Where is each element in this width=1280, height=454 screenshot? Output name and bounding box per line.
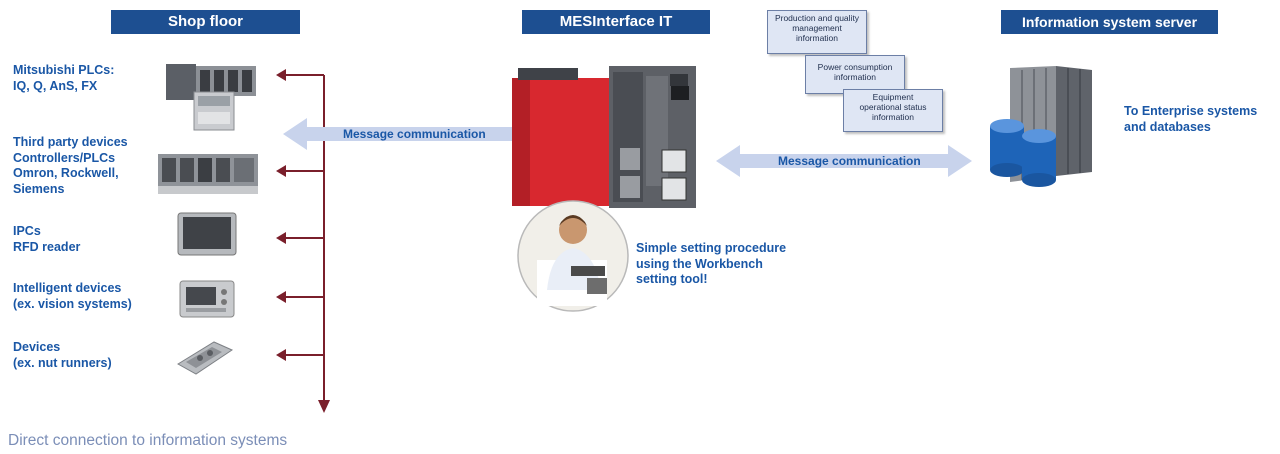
database-icon xyxy=(990,119,1056,187)
server-header: Information system server xyxy=(1001,10,1218,34)
device-label-devices: Devices(ex. nut runners) xyxy=(13,340,112,370)
vision-device-icon xyxy=(179,280,235,318)
ipc-panel-icon xyxy=(177,212,237,256)
operator-photo-icon xyxy=(517,200,629,312)
device-label-plc: Mitsubishi PLCs:IQ, Q, AnS, FX xyxy=(13,63,115,93)
message-arrow-left xyxy=(283,118,539,150)
message-communication-right: Message communication xyxy=(778,154,921,168)
controller-icon xyxy=(158,154,258,194)
mes-interface-header: MESInterface IT xyxy=(522,10,710,34)
message-communication-left: Message communication xyxy=(343,127,486,141)
mes-module-icon xyxy=(512,66,696,208)
footer-caption: Direct connection to information systems xyxy=(8,432,288,449)
device-label-intelligent: Intelligent devices(ex. vision systems) xyxy=(13,281,132,311)
plc-rack-icon xyxy=(166,64,256,131)
shop-floor-header: Shop floor xyxy=(111,10,300,34)
nut-runner-icon xyxy=(177,341,234,375)
message-arrow-right xyxy=(716,145,972,177)
